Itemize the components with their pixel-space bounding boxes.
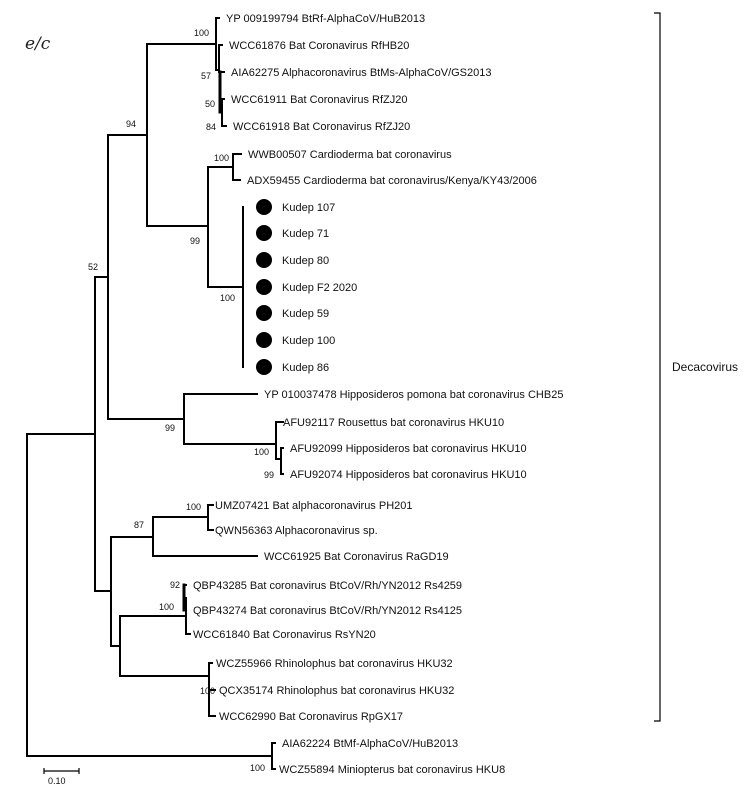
leaf-label: WCC61876 Bat Coronavirus RfHB20 xyxy=(229,40,409,52)
scale-bar xyxy=(43,768,80,774)
leaf-label: WCC62990 Bat Coronavirus RpGX17 xyxy=(219,711,403,723)
leaf-label: Kudep F2 2020 xyxy=(282,282,357,294)
sample-marker-dot xyxy=(256,225,272,241)
sample-marker-dot xyxy=(256,305,272,321)
bootstrap-label: 100 xyxy=(200,686,215,696)
leaf-label: YP 009199794 BtRf-AlphaCoV/HuB2013 xyxy=(226,13,425,25)
bootstrap-label: 99 xyxy=(165,423,175,433)
bootstrap-label: 94 xyxy=(126,119,136,129)
leaf-label: AFU92074 Hipposideros bat coronavirus HK… xyxy=(290,469,527,481)
bootstrap-label: 100 xyxy=(186,502,201,512)
clade-bracket xyxy=(654,12,661,722)
leaf-label: WCZ55894 Miniopterus bat coronavirus HKU… xyxy=(279,764,505,776)
bootstrap-label: 50 xyxy=(205,99,215,109)
leaf-label: AFU92099 Hipposideros bat coronavirus HK… xyxy=(290,443,527,455)
leaf-label: QWN56363 Alphacoronavirus sp. xyxy=(215,525,378,537)
bootstrap-label: 84 xyxy=(206,122,216,132)
leaf-label: AFU92117 Rousettus bat coronavirus HKU10 xyxy=(283,417,504,429)
leaf-label: QBP43274 Bat coronavirus BtCoV/Rh/YN2012… xyxy=(193,605,462,617)
sample-marker-dot xyxy=(256,199,272,215)
leaf-label: Kudep 100 xyxy=(282,335,335,347)
bootstrap-label: 99 xyxy=(264,470,274,480)
leaf-label: QBP43285 Bat coronavirus BtCoV/Rh/YN2012… xyxy=(193,580,462,592)
bootstrap-label: 100 xyxy=(220,293,235,303)
leaf-label: YP 010037478 Hipposideros pomona bat cor… xyxy=(264,389,563,401)
bootstrap-label: 100 xyxy=(214,153,229,163)
leaf-label: AIA62275 Alphacoronavirus BtMs-AlphaCoV/… xyxy=(231,67,492,79)
leaf-label: WWB00507 Cardioderma bat coronavirus xyxy=(248,149,452,161)
bootstrap-label: 99 xyxy=(190,236,200,246)
leaf-label: QCX35174 Rhinolophus bat coronavirus HKU… xyxy=(219,685,454,697)
leaf-label: ADX59455 Cardioderma bat coronavirus/Ken… xyxy=(247,175,537,187)
tree-branches xyxy=(26,17,284,770)
leaf-label: Kudep 59 xyxy=(282,308,329,320)
leaf-label: Kudep 71 xyxy=(282,228,329,240)
leaf-label: Kudep 80 xyxy=(282,255,329,267)
bootstrap-label: 92 xyxy=(170,580,180,590)
bootstrap-label: 100 xyxy=(159,602,174,612)
tree-decorations xyxy=(43,12,661,774)
bootstrap-labels: 100 57 50 84 94 100 99 100 52 99 100 99 100 87 92 100 10… xyxy=(88,28,274,773)
leaf-label: WCC61918 Bat Coronavirus RfZJ20 xyxy=(233,121,410,133)
leaf-label: WCC61911 Bat Coronavirus RfZJ20 xyxy=(231,94,407,106)
leaf-labels: YP 009199794 BtRf-AlphaCoV/HuB2013WCC618… xyxy=(193,13,563,776)
sample-marker-dot xyxy=(256,279,272,295)
bootstrap-label: 100 xyxy=(250,763,265,773)
bootstrap-label: 100 xyxy=(194,28,209,38)
leaf-label: WCZ55966 Rhinolophus bat coronavirus HKU… xyxy=(216,658,453,670)
bootstrap-label: 100 xyxy=(254,447,269,457)
leaf-label: Kudep 107 xyxy=(282,202,335,214)
scale-bar-label: 0.10 xyxy=(48,776,66,786)
sample-markers xyxy=(256,199,272,375)
sample-marker-dot xyxy=(256,359,272,375)
leaf-label: Kudep 86 xyxy=(282,362,329,374)
bootstrap-label: 52 xyxy=(88,262,98,272)
leaf-label: UMZ07421 Bat alphacoronavirus PH201 xyxy=(215,500,413,512)
clade-label-decacovirus: Decacovirus xyxy=(672,360,739,374)
leaf-label: WCC61925 Bat Coronavirus RaGD19 xyxy=(264,551,449,563)
bootstrap-label: 57 xyxy=(201,71,211,81)
bootstrap-label: 87 xyxy=(134,520,144,530)
sample-marker-dot xyxy=(256,332,272,348)
panel-label: e/c xyxy=(25,34,51,54)
leaf-label: AIA62224 BtMf-AlphaCoV/HuB2013 xyxy=(282,738,458,750)
sample-marker-dot xyxy=(256,252,272,268)
leaf-label: WCC61840 Bat Coronavirus RsYN20 xyxy=(193,629,376,641)
